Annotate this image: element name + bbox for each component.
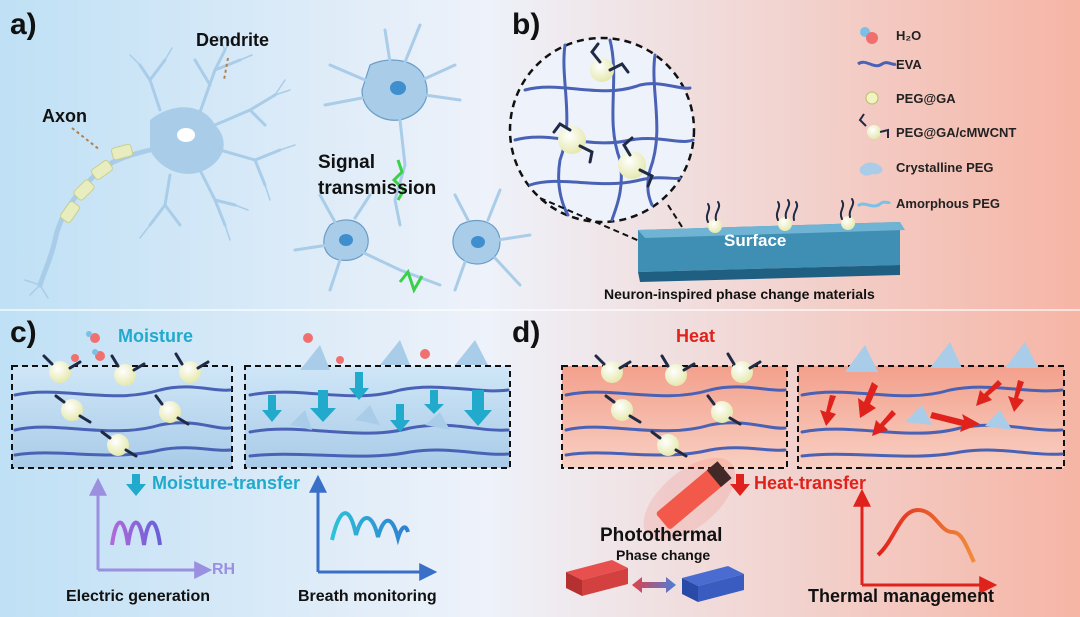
moisture-arrows-c bbox=[262, 372, 492, 432]
eva-network-c bbox=[13, 385, 510, 458]
panel-d-letter: d) bbox=[512, 316, 541, 349]
heat-arrows-d bbox=[820, 380, 1024, 436]
legend-crystalline-peg: Crystalline PEG bbox=[896, 160, 994, 175]
eva-network-d bbox=[564, 385, 1064, 458]
legend-peg-ga: PEG@GA bbox=[896, 91, 956, 106]
phase-arrow bbox=[632, 577, 676, 593]
dendrite-label: Dendrite bbox=[196, 30, 270, 50]
heat-label: Heat bbox=[676, 326, 716, 346]
axon-label: Axon bbox=[42, 106, 87, 126]
panel-c-letter: c) bbox=[10, 316, 37, 349]
sphere-group-b bbox=[552, 42, 654, 188]
surface-slab bbox=[638, 222, 905, 282]
surface-spheres bbox=[705, 198, 855, 233]
breath-monitoring-label: Breath monitoring bbox=[298, 588, 437, 605]
photothermal-label: Photothermal bbox=[600, 525, 723, 546]
thermal-management-label: Thermal management bbox=[808, 586, 995, 606]
signal-green-1 bbox=[391, 159, 406, 201]
blue-block bbox=[682, 566, 744, 602]
moisture-transfer-label: Moisture-transfer bbox=[152, 473, 301, 493]
myelin-sheath bbox=[60, 143, 134, 223]
panel-b-letter: b) bbox=[512, 8, 541, 41]
legend-h2o: H₂O bbox=[896, 28, 922, 43]
rh-axis-label: RH bbox=[212, 561, 236, 578]
panel-a-letter: a) bbox=[10, 8, 37, 41]
spheres-d bbox=[594, 352, 762, 458]
spheres-c bbox=[42, 331, 430, 458]
nucleus-large bbox=[177, 128, 195, 142]
electric-generation-label: Electric generation bbox=[66, 588, 211, 605]
legend-peg-ga-cmwcnt: PEG@GA/cMWCNT bbox=[896, 125, 1017, 140]
surface-label: Surface bbox=[724, 231, 787, 250]
phase-change-label: Phase change bbox=[616, 547, 711, 563]
signal-green-2 bbox=[398, 268, 424, 294]
signal-label-line1: Signal bbox=[318, 152, 376, 173]
legend-amorphous-peg: Amorphous PEG bbox=[896, 196, 1001, 211]
eva-network bbox=[513, 38, 695, 222]
neurons-d bbox=[845, 342, 1038, 430]
legend-eva: EVA bbox=[896, 57, 922, 72]
heat-transfer-label: Heat-transfer bbox=[754, 473, 867, 493]
neurons-c bbox=[290, 340, 488, 430]
red-block bbox=[566, 560, 628, 596]
panel-b-caption: Neuron-inspired phase change materials bbox=[604, 286, 875, 302]
signal-label-line2: transmission bbox=[318, 178, 437, 199]
legend-icons bbox=[856, 27, 897, 208]
moisture-label: Moisture bbox=[118, 326, 194, 346]
laser-pointer bbox=[643, 457, 736, 541]
